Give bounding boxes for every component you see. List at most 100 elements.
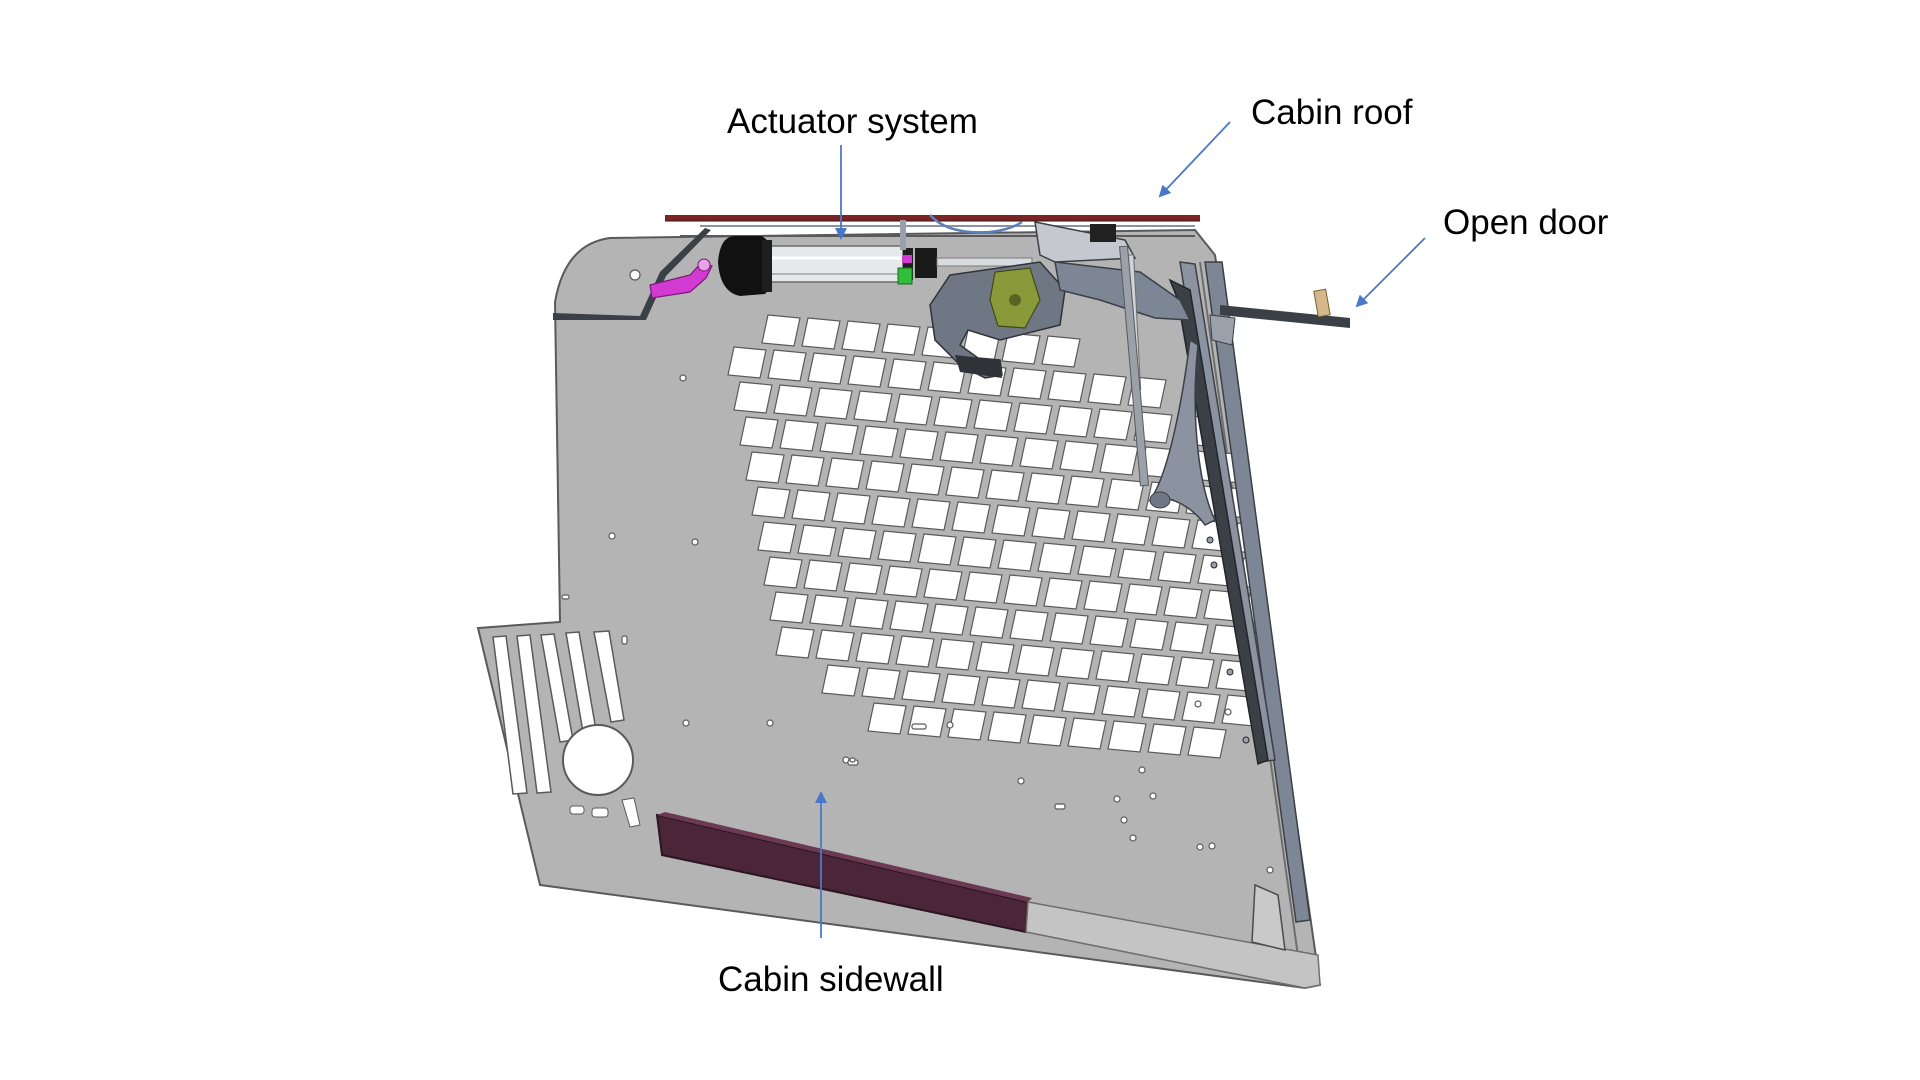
mounting-hole — [682, 719, 690, 727]
grille-opening — [853, 390, 893, 423]
grille-opening — [883, 565, 923, 598]
cylinder-end-cap — [718, 236, 772, 296]
grille-opening — [831, 492, 871, 525]
grille-opening — [997, 539, 1037, 572]
mounting-hole — [1017, 777, 1025, 785]
door-bar — [1220, 305, 1350, 328]
grille-opening — [1169, 621, 1209, 654]
grille-opening — [757, 521, 797, 554]
mounting-slot — [1054, 803, 1066, 810]
grille-opening — [987, 711, 1027, 744]
grille-opening — [837, 527, 877, 560]
cabin-roof-arrow — [1158, 121, 1231, 198]
valve-green — [897, 267, 913, 285]
grille-opening — [1003, 574, 1043, 607]
grille-opening — [1071, 510, 1111, 543]
grille-opening — [917, 533, 957, 566]
mounting-hole — [1194, 700, 1202, 708]
grille-opening — [1031, 507, 1071, 540]
grille-opening — [1059, 440, 1099, 473]
grille-opening — [957, 536, 997, 569]
beam-top-face — [657, 812, 1032, 902]
grille-opening — [819, 422, 859, 455]
grille-opening — [761, 314, 801, 347]
grille-opening — [935, 638, 975, 671]
grille-opening — [1067, 717, 1107, 750]
grille-opening — [1187, 726, 1227, 759]
grille-opening — [865, 460, 905, 493]
vent-slot — [492, 635, 528, 795]
grille-opening — [1163, 586, 1203, 619]
grille-opening — [773, 384, 813, 417]
grille-opening — [1013, 402, 1053, 435]
door-hinge-bar — [1168, 278, 1269, 766]
grille-opening — [1175, 656, 1215, 689]
hinge-bolt — [1242, 736, 1250, 744]
grille-opening — [1015, 644, 1055, 677]
grille-opening — [947, 708, 987, 741]
grille-opening — [1147, 723, 1187, 756]
grille-opening — [1043, 577, 1083, 610]
grille-opening — [1055, 647, 1095, 680]
grille-opening — [927, 361, 967, 394]
mounting-hole — [1196, 843, 1204, 851]
small-slot — [621, 797, 641, 828]
grille-opening — [807, 352, 847, 385]
grille-opening — [975, 641, 1015, 674]
cabin-roof-label: Cabin roof — [1251, 93, 1413, 132]
mounting-hole — [1120, 816, 1128, 824]
grille-opening — [969, 606, 1009, 639]
grille-opening — [1025, 472, 1065, 505]
grille-opening — [1099, 443, 1139, 476]
mounting-slot — [561, 594, 570, 600]
grille-opening — [1061, 682, 1101, 715]
grille-opening — [1027, 714, 1067, 747]
mounting-hole — [608, 532, 616, 540]
grille-opening — [855, 632, 895, 665]
grille-opening — [809, 594, 849, 627]
grille-opening — [929, 603, 969, 636]
grille-opening — [1053, 405, 1093, 438]
grille-opening — [767, 349, 807, 382]
grille-opening — [785, 454, 825, 487]
piston-rod — [936, 257, 1033, 267]
mounting-hole — [691, 538, 699, 546]
grille-opening — [1135, 653, 1175, 686]
grille-opening — [861, 667, 901, 700]
grille-opening — [775, 626, 815, 659]
grille-opening — [1105, 478, 1145, 511]
grille-opening — [981, 676, 1021, 709]
mounting-hole — [1113, 795, 1121, 803]
mounting-hole — [946, 721, 954, 729]
grille-opening — [791, 489, 831, 522]
mounting-holes — [561, 269, 1274, 874]
grille-opening — [739, 416, 779, 449]
grille-opening — [1047, 370, 1087, 403]
actuator-system-label: Actuator system — [727, 102, 978, 141]
grille-opening — [951, 501, 991, 534]
grille-opening — [899, 428, 939, 461]
small-slot — [591, 807, 609, 818]
grille-opening — [1065, 475, 1105, 508]
lower-link — [1054, 261, 1192, 321]
cylinder-barrel — [767, 245, 904, 283]
mounting-hole — [1224, 708, 1232, 716]
grille-opening — [1001, 332, 1041, 365]
mounting-hole — [629, 269, 641, 281]
grille-opening — [923, 568, 963, 601]
grille-opening — [763, 556, 803, 589]
hinge-bolt — [1206, 536, 1214, 544]
grille-opening — [1123, 583, 1163, 616]
small-slot — [569, 805, 585, 815]
corner-gusset — [1251, 883, 1286, 951]
grille-opening — [1087, 373, 1127, 406]
grille-opening — [941, 673, 981, 706]
grille-opening — [905, 463, 945, 496]
linkage-handle — [955, 355, 1002, 378]
grille-opening — [871, 495, 911, 528]
grille-opening — [751, 486, 791, 519]
mounting-hole — [1208, 842, 1216, 850]
grille-opening — [1009, 609, 1049, 642]
grille-opening — [1089, 615, 1129, 648]
grille-opening — [1019, 437, 1059, 470]
